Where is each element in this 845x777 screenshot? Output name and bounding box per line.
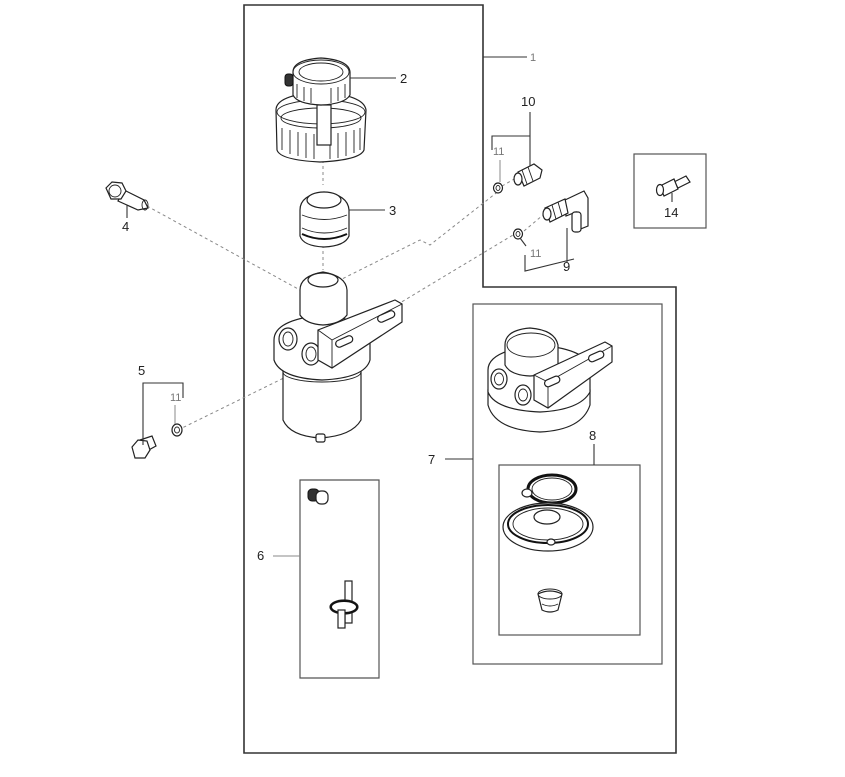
part-6-plug xyxy=(307,488,329,505)
part-8-frame xyxy=(498,464,641,636)
callout-9-bracket xyxy=(524,228,575,272)
part-10-straight-fitting xyxy=(492,163,543,194)
part-4-bolt xyxy=(105,181,149,211)
callout-4: 4 xyxy=(122,219,129,234)
callout-2: 2 xyxy=(400,71,407,86)
part-6-frame xyxy=(299,479,380,679)
callout-7: 7 xyxy=(428,452,435,467)
callout-6: 6 xyxy=(257,548,264,563)
part-2-filter-cap xyxy=(275,57,367,163)
assembly-frame-1 xyxy=(243,4,677,754)
callout-1: 1 xyxy=(530,52,536,64)
callout-11-fitting-9: 11 xyxy=(530,248,541,260)
callout-9: 9 xyxy=(563,259,570,274)
part-9-elbow-fitting xyxy=(512,190,589,247)
part-7-frame xyxy=(472,303,663,665)
callout-10: 10 xyxy=(521,94,535,109)
callout-3: 3 xyxy=(389,203,396,218)
callout-11-fitting-10: 11 xyxy=(493,146,504,158)
callout-8: 8 xyxy=(589,428,596,443)
part-6-valve xyxy=(329,580,359,629)
part-14-frame xyxy=(633,153,707,229)
part-14-fitting xyxy=(655,175,691,197)
callout-5-bracket xyxy=(142,382,184,445)
filter-body-assembly xyxy=(273,271,403,443)
callout-10-bracket xyxy=(491,112,531,182)
callout-14: 14 xyxy=(664,205,678,220)
part-5-drain-plug xyxy=(131,423,183,459)
callout-11-plug: 11 xyxy=(170,392,181,404)
part-7-filter-head xyxy=(487,327,613,433)
part-8-seal-kit xyxy=(502,473,594,613)
callout-5: 5 xyxy=(138,363,145,378)
part-3-filter-element xyxy=(299,191,350,248)
